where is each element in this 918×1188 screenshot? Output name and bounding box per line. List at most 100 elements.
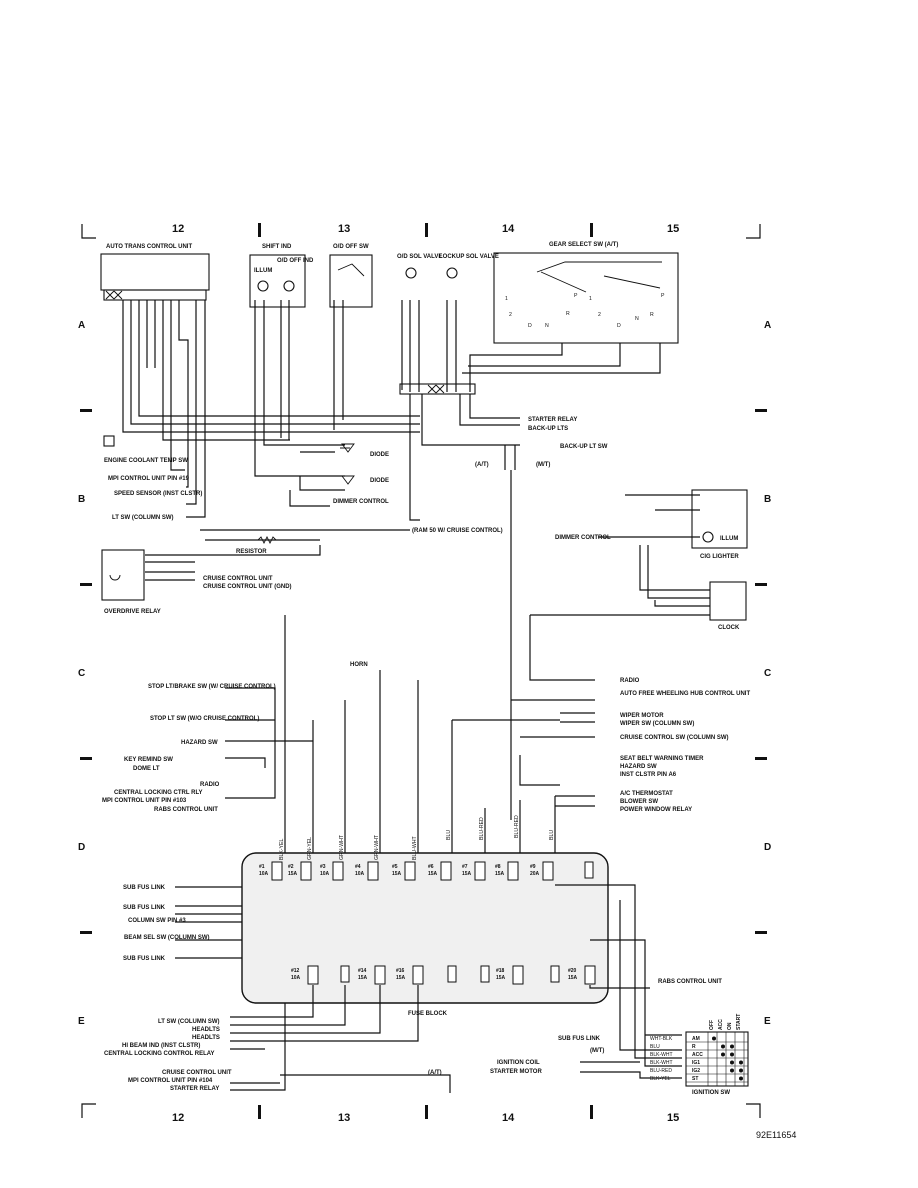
svg-text:15A: 15A bbox=[288, 871, 298, 877]
ign-terminal: IG2 bbox=[692, 1068, 700, 1074]
svg-text:SUB FUS LINK: SUB FUS LINK bbox=[558, 1036, 601, 1042]
wiring-top bbox=[122, 300, 661, 820]
left-fuse-inputs: HORN STOP LT/BRAKE SW (W/ CRUISE CONTROL… bbox=[102, 662, 368, 813]
svg-text:R: R bbox=[650, 312, 654, 318]
svg-text:BLU-RED: BLU-RED bbox=[514, 815, 520, 838]
svg-text:SUB FUS LINK: SUB FUS LINK bbox=[123, 956, 166, 962]
svg-text:#3: #3 bbox=[320, 864, 326, 870]
svg-text:SEAT BELT WARNING TIMER: SEAT BELT WARNING TIMER bbox=[620, 756, 704, 762]
svg-text:15A: 15A bbox=[568, 975, 578, 981]
svg-text:GRN-YEL: GRN-YEL bbox=[307, 837, 313, 860]
back-up-lts-label: BACK-UP LTS bbox=[528, 426, 568, 432]
svg-text:GRN-WHT: GRN-WHT bbox=[339, 834, 345, 860]
svg-text:HI BEAM IND (INST CLSTR): HI BEAM IND (INST CLSTR) bbox=[122, 1043, 200, 1049]
svg-text:IGNITION SW: IGNITION SW bbox=[692, 1090, 730, 1096]
svg-text:2: 2 bbox=[509, 312, 512, 318]
svg-text:BLU: BLU bbox=[549, 830, 555, 840]
svg-text:P: P bbox=[661, 293, 665, 299]
svg-text:D: D bbox=[528, 323, 532, 329]
svg-text:2: 2 bbox=[598, 312, 601, 318]
fuse-slot bbox=[447, 965, 457, 983]
svg-text:GEAR SELECT SW (A/T): GEAR SELECT SW (A/T) bbox=[549, 242, 618, 248]
svg-text:BLU-WHT: BLU-WHT bbox=[412, 836, 418, 860]
svg-text:#9: #9 bbox=[530, 864, 536, 870]
svg-text:DIMMER CONTROL: DIMMER CONTROL bbox=[333, 499, 389, 505]
row-label: C bbox=[78, 668, 85, 679]
svg-text:P: P bbox=[574, 293, 578, 299]
svg-text:O/D OFF SW: O/D OFF SW bbox=[333, 244, 369, 250]
ign-terminal: AM bbox=[692, 1036, 700, 1042]
lt-sw-column-label: LT SW (COLUMN SW) bbox=[112, 515, 174, 521]
row-label: E bbox=[78, 1016, 85, 1027]
engine-coolant-temp-sw: ENGINE COOLANT TEMP SW bbox=[103, 435, 188, 464]
fuse-wires bbox=[225, 615, 595, 865]
svg-text:POWER WINDOW RELAY: POWER WINDOW RELAY bbox=[620, 807, 692, 813]
cig-lighter: ILLUM CIG LIGHTER bbox=[691, 489, 748, 560]
svg-text:ILLUM: ILLUM bbox=[254, 268, 272, 274]
clock: CLOCK bbox=[709, 581, 747, 631]
overdrive-relay: OVERDRIVE RELAY bbox=[101, 549, 161, 615]
svg-text:15A: 15A bbox=[462, 871, 472, 877]
svg-text:HORN: HORN bbox=[350, 662, 368, 668]
svg-text:CLOCK: CLOCK bbox=[718, 625, 740, 631]
column-label: 14 bbox=[502, 1112, 515, 1124]
ign-header: START bbox=[736, 1014, 742, 1030]
dimmer-control-right: DIMMER CONTROL bbox=[555, 535, 611, 541]
figure-id: 92E11654 bbox=[756, 1130, 796, 1140]
ign-wire: BLK-YEL bbox=[650, 1076, 671, 1082]
column-label: 15 bbox=[667, 223, 679, 235]
svg-text:BLK-YEL: BLK-YEL bbox=[279, 839, 285, 860]
grid-markers bbox=[80, 223, 767, 1119]
column-label: 13 bbox=[338, 223, 350, 235]
column-label: 13 bbox=[338, 1112, 350, 1124]
back-up-lt-sw-label: BACK-UP LT SW bbox=[560, 444, 608, 450]
svg-text:CENTRAL LOCKING CTRL RLY: CENTRAL LOCKING CTRL RLY bbox=[114, 790, 203, 796]
ign-wire: BLU bbox=[650, 1044, 660, 1050]
svg-text:BLOWER SW: BLOWER SW bbox=[620, 799, 658, 805]
fuse-slot bbox=[340, 965, 350, 983]
svg-text:15A: 15A bbox=[428, 871, 438, 877]
at-label: (A/T) bbox=[475, 462, 489, 468]
svg-text:AUTO FREE WHEELING HUB CONTROL: AUTO FREE WHEELING HUB CONTROL UNIT bbox=[620, 691, 750, 697]
speed-sensor-label: SPEED SENSOR (INST CLSTR) bbox=[114, 491, 202, 497]
svg-text:STARTER RELAY: STARTER RELAY bbox=[170, 1086, 219, 1092]
svg-text:OVERDRIVE RELAY: OVERDRIVE RELAY bbox=[104, 609, 161, 615]
right-wires bbox=[530, 494, 710, 616]
svg-text:RABS CONTROL UNIT: RABS CONTROL UNIT bbox=[658, 979, 722, 985]
svg-text:20A: 20A bbox=[530, 871, 540, 877]
svg-text:N: N bbox=[635, 316, 639, 322]
svg-text:DIODE: DIODE bbox=[370, 478, 389, 484]
svg-text:(A/T): (A/T) bbox=[428, 1070, 442, 1076]
ign-wire: BLK-WHT bbox=[650, 1060, 673, 1066]
svg-text:MPI CONTROL UNIT PIN #103: MPI CONTROL UNIT PIN #103 bbox=[102, 798, 187, 804]
row-label: B bbox=[764, 494, 771, 505]
row-label: A bbox=[764, 320, 771, 331]
svg-text:MPI CONTROL UNIT PIN #104: MPI CONTROL UNIT PIN #104 bbox=[128, 1078, 213, 1084]
svg-text:ENGINE COOLANT TEMP SW: ENGINE COOLANT TEMP SW bbox=[104, 458, 188, 464]
svg-text:10A: 10A bbox=[259, 871, 269, 877]
svg-text:DOME LT: DOME LT bbox=[133, 766, 160, 772]
svg-text:STOP LT/BRAKE SW (W/ CRUISE CO: STOP LT/BRAKE SW (W/ CRUISE CONTROL) bbox=[148, 684, 276, 690]
svg-text:A/C THERMOSTAT: A/C THERMOSTAT bbox=[620, 791, 673, 797]
svg-text:15A: 15A bbox=[496, 975, 506, 981]
svg-text:HAZARD SW: HAZARD SW bbox=[181, 740, 218, 746]
svg-text:10A: 10A bbox=[291, 975, 301, 981]
svg-text:BEAM SEL SW (COLUMN SW): BEAM SEL SW (COLUMN SW) bbox=[124, 935, 210, 941]
ign-wire: WHT-BLK bbox=[650, 1036, 673, 1042]
svg-text:RADIO: RADIO bbox=[200, 782, 220, 788]
shift-indicator: SHIFT IND O/D OFF IND ILLUM bbox=[249, 244, 314, 308]
svg-text:BLU-RED: BLU-RED bbox=[479, 817, 485, 840]
row-label: D bbox=[78, 842, 85, 853]
svg-text:1: 1 bbox=[505, 296, 508, 302]
diode-2: DIODE bbox=[341, 475, 389, 485]
ign-wire: BLK-WHT bbox=[650, 1052, 673, 1058]
